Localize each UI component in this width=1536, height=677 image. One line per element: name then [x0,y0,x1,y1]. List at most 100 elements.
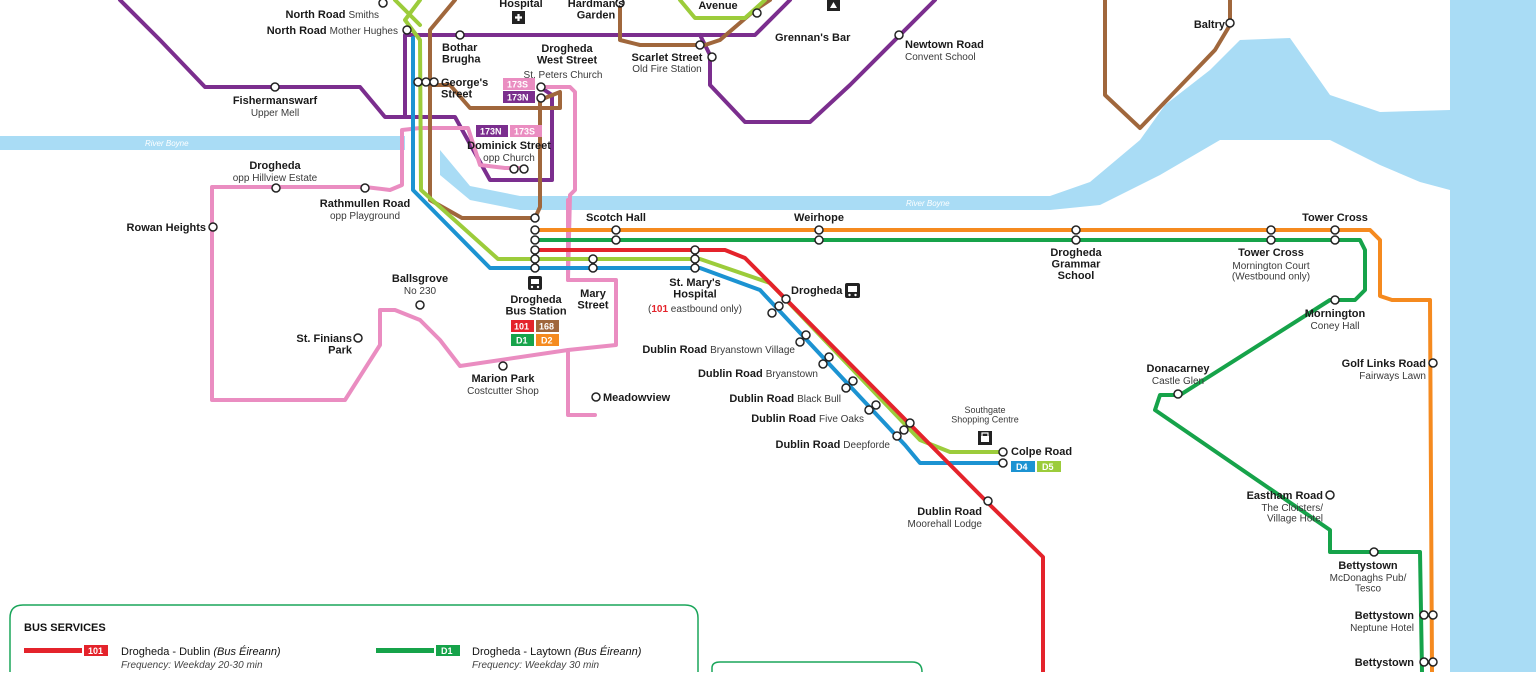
stop-marker[interactable] [774,301,784,311]
stop-marker[interactable] [1330,295,1340,305]
stop-marker[interactable] [536,82,546,92]
stop-marker[interactable] [905,418,915,428]
stop-label[interactable]: Meadowview [603,392,671,404]
stop-marker[interactable] [353,333,363,343]
route-d4-line[interactable] [411,36,1005,465]
stop-label[interactable]: Weirhope [794,212,844,224]
stop-marker[interactable] [824,352,834,362]
stop-marker[interactable] [871,400,881,410]
stop-label[interactable]: Eastham Road [1247,490,1323,502]
stop-marker[interactable] [1428,657,1438,667]
stop-label[interactable]: Colpe Road [1011,446,1072,458]
stop-marker[interactable] [1419,657,1429,667]
stop-label[interactable]: Bettystown [1355,657,1415,669]
stop-label[interactable]: Grennan's Bar [775,32,851,44]
stop-marker[interactable] [690,245,700,255]
stop-marker[interactable] [690,254,700,264]
stop-marker[interactable] [848,376,858,386]
stop-marker[interactable] [611,235,621,245]
stop-marker[interactable] [1071,225,1081,235]
stop-marker[interactable] [536,93,546,103]
stop-label[interactable]: Scotch Hall [586,212,646,224]
stop-marker[interactable] [429,77,439,87]
stop-marker[interactable] [208,222,218,232]
stop-label[interactable]: Fishermanswarf [233,95,318,107]
stop-marker[interactable] [1071,235,1081,245]
stop-label[interactable]: Baltry [1194,19,1226,31]
route-d2-line[interactable] [533,228,1434,674]
stop-marker[interactable] [814,225,824,235]
stop-marker[interactable] [695,40,705,50]
stop-marker[interactable] [1225,18,1235,28]
stop-marker[interactable] [899,425,909,435]
stop-label[interactable]: Dominick Street [467,140,551,152]
stop-label[interactable]: Dublin Road [917,506,982,518]
stop-marker[interactable] [814,235,824,245]
stop-label[interactable]: Bettystown [1355,610,1415,622]
stop-label[interactable]: Avenue [698,0,737,12]
stop-marker[interactable] [752,8,762,18]
stop-label[interactable]: Hospital [499,0,542,10]
stop-marker[interactable] [1369,547,1379,557]
stop-marker[interactable] [818,359,828,369]
stop-marker[interactable] [864,405,874,415]
stop-marker[interactable] [892,431,902,441]
stop-label[interactable]: Ballsgrove [392,273,448,285]
stop-marker[interactable] [591,392,601,402]
stop-marker[interactable] [1419,610,1429,620]
stop-label[interactable]: Rowan Heights [127,222,206,234]
stop-marker[interactable] [413,77,423,87]
stop-label[interactable]: Tower Cross [1238,247,1304,259]
stop-marker[interactable] [270,82,280,92]
stop-marker[interactable] [360,183,370,193]
stop-marker[interactable] [983,496,993,506]
stop-marker[interactable] [1266,235,1276,245]
stop-label[interactable]: Golf Links Road [1342,358,1426,370]
stop-marker[interactable] [795,337,805,347]
stop-marker[interactable] [998,447,1008,457]
stop-marker[interactable] [530,225,540,235]
stop-marker[interactable] [415,300,425,310]
stop-marker[interactable] [611,225,621,235]
stop-marker[interactable] [498,361,508,371]
stop-label[interactable]: Donacarney [1147,363,1211,375]
stop-marker[interactable] [998,458,1008,468]
stop-label[interactable]: Scarlet Street [632,52,703,64]
stop-marker[interactable] [781,294,791,304]
stop-marker[interactable] [1173,389,1183,399]
stop-marker[interactable] [530,254,540,264]
stop-marker[interactable] [455,30,465,40]
stop-marker[interactable] [690,263,700,273]
stop-label[interactable]: Bettystown [1338,560,1398,572]
stop-marker[interactable] [1266,225,1276,235]
route-168-line[interactable] [428,0,562,220]
stop-marker[interactable] [615,0,625,8]
stop-label[interactable]: Newtown Road [905,39,984,51]
stop-marker[interactable] [378,0,388,8]
stop-marker[interactable] [1325,490,1335,500]
stop-marker[interactable] [421,77,431,87]
stop-marker[interactable] [841,383,851,393]
stop-label[interactable]: Tower Cross [1302,212,1368,224]
stop-marker[interactable] [271,183,281,193]
stop-marker[interactable] [707,52,717,62]
stop-marker[interactable] [894,30,904,40]
stop-marker[interactable] [588,254,598,264]
stop-label[interactable]: Mornington [1305,308,1366,320]
stop-label[interactable]: Drogheda [249,160,301,172]
stop-marker[interactable] [767,308,777,318]
stop-marker[interactable] [530,235,540,245]
